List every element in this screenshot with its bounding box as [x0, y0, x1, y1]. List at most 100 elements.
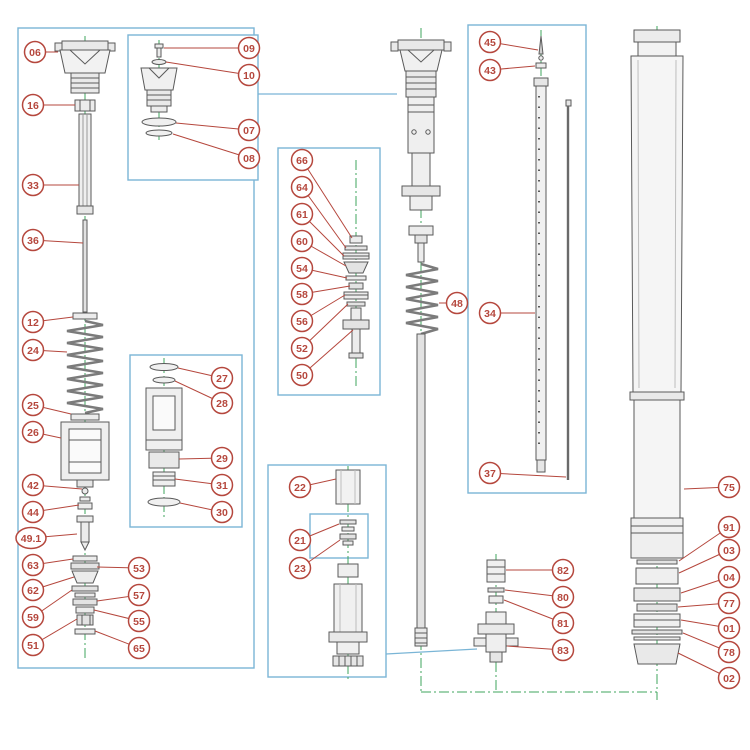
callout-circle-03 — [717, 538, 741, 562]
callout-label-53: 53 — [133, 563, 145, 575]
callout-circle-59 — [21, 605, 45, 629]
part-adjuster-tube — [76, 113, 94, 215]
callout-label-36: 36 — [27, 235, 39, 247]
callout-circle-22 — [288, 475, 312, 499]
callout-circle-48 — [445, 291, 469, 315]
callout-label-23: 23 — [294, 563, 306, 575]
part-small-valve-parts — [76, 487, 94, 552]
callout-label-07: 07 — [243, 125, 255, 137]
callout-label-60: 60 — [296, 236, 308, 248]
callout-label-48: 48 — [451, 298, 463, 310]
callout-label-54: 54 — [296, 263, 308, 275]
callout-label-44: 44 — [27, 507, 39, 519]
callout-circle-56 — [290, 309, 314, 333]
callout-circle-54 — [290, 256, 314, 280]
callout-circle-04 — [717, 565, 741, 589]
callout-circle-09 — [237, 36, 261, 60]
leader-line-64 — [301, 186, 347, 249]
callout-circle-37 — [478, 461, 502, 485]
callout-label-63: 63 — [27, 560, 39, 572]
part-rebound-needle — [535, 35, 547, 69]
callout-circle-23 — [288, 556, 312, 580]
leader-line-37 — [489, 472, 567, 478]
part-damper-body — [60, 421, 110, 488]
inset-box-2 — [127, 34, 259, 181]
callout-label-01: 01 — [723, 623, 735, 635]
callout-label-04: 04 — [723, 572, 735, 584]
part-piston-orings — [149, 363, 179, 384]
callout-label-09: 09 — [243, 43, 255, 55]
part-cap-washers — [141, 117, 177, 137]
callout-label-03: 03 — [723, 545, 735, 557]
callout-label-37: 37 — [484, 468, 496, 480]
part-cartridge-head — [390, 39, 452, 211]
callout-circle-33 — [21, 173, 45, 197]
callout-circle-58 — [290, 282, 314, 306]
callout-circle-80 — [551, 585, 575, 609]
callout-label-80: 80 — [557, 592, 569, 604]
callout-label-06: 06 — [29, 47, 41, 59]
part-locknut — [74, 99, 96, 112]
leader-line-10 — [165, 61, 250, 76]
part-cap-detail — [140, 67, 178, 113]
callout-label-59: 59 — [27, 612, 39, 624]
callout-circle-65 — [127, 636, 151, 660]
callout-circle-34 — [478, 301, 502, 325]
callout-circle-26 — [21, 420, 45, 444]
part-lower-cartridge — [328, 469, 368, 667]
callout-label-57: 57 — [133, 590, 145, 602]
callout-label-22: 22 — [294, 482, 306, 494]
callout-label-12: 12 — [27, 317, 39, 329]
leader-line-08 — [172, 133, 250, 159]
callout-circle-25 — [21, 393, 45, 417]
callout-label-58: 58 — [296, 289, 308, 301]
callout-circle-62 — [21, 578, 45, 602]
callout-circle-06 — [23, 40, 47, 64]
callout-circle-66 — [290, 148, 314, 172]
leader-line-66 — [301, 159, 353, 239]
callout-circle-12 — [21, 310, 45, 334]
callout-label-83: 83 — [557, 645, 569, 657]
callout-label-26: 26 — [27, 427, 39, 439]
callout-label-42: 42 — [27, 480, 39, 492]
part-washer-stack — [70, 555, 100, 635]
part-cartridge-spring — [405, 262, 439, 336]
callout-circle-08 — [237, 146, 261, 170]
callout-circle-01 — [717, 616, 741, 640]
callout-label-27: 27 — [216, 373, 228, 385]
callout-circle-61 — [290, 202, 314, 226]
callout-label-52: 52 — [296, 343, 308, 355]
callout-label-82: 82 — [557, 565, 569, 577]
callout-label-78: 78 — [723, 647, 735, 659]
callout-circle-16 — [21, 93, 45, 117]
part-spring-seat — [72, 312, 98, 320]
callout-circle-63 — [21, 553, 45, 577]
callout-label-34: 34 — [484, 308, 496, 320]
callout-circle-53 — [127, 556, 151, 580]
callout-circle-78 — [717, 640, 741, 664]
callout-circle-91 — [717, 515, 741, 539]
callout-circle-50 — [290, 363, 314, 387]
callout-label-49.1: 49.1 — [21, 533, 42, 545]
callout-circle-29 — [210, 446, 234, 470]
inset-box-6 — [309, 513, 369, 559]
callout-label-31: 31 — [216, 480, 228, 492]
callout-label-33: 33 — [27, 180, 39, 192]
callout-label-10: 10 — [243, 70, 255, 82]
callout-label-61: 61 — [296, 209, 308, 221]
part-spring-washer — [70, 413, 100, 421]
callout-circle-52 — [290, 336, 314, 360]
callout-circle-02 — [717, 666, 741, 690]
part-cap-screw — [151, 43, 167, 65]
callout-circle-42 — [21, 473, 45, 497]
part-inner-rod — [533, 77, 549, 473]
callout-circle-75 — [717, 475, 741, 499]
callout-circle-28 — [210, 391, 234, 415]
part-shim-stack — [342, 235, 370, 359]
callout-circle-64 — [290, 175, 314, 199]
callout-label-28: 28 — [216, 398, 228, 410]
callout-label-56: 56 — [296, 316, 308, 328]
parts-drawings — [54, 29, 685, 667]
